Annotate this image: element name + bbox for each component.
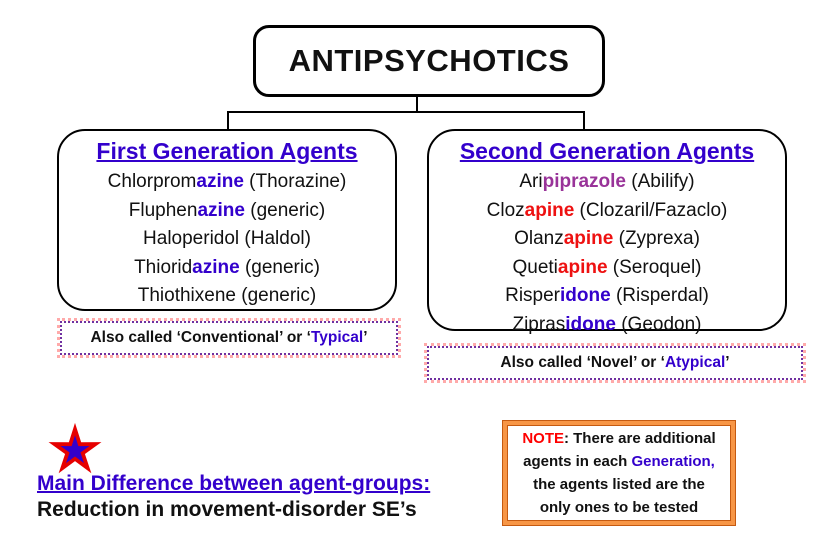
drug-name-highlight: apine (524, 199, 575, 221)
drug-name-highlight: azine (192, 256, 240, 278)
note-text: agents in each (523, 453, 632, 470)
note-box: NOTE: There are additional agents in eac… (503, 421, 735, 525)
drug-name-highlight: piprazole (542, 171, 626, 192)
second-generation-heading: Second Generation Agents (459, 138, 755, 164)
drug-name-prefix: Thiorid (134, 256, 193, 278)
drug-brand: (generic) (235, 285, 317, 306)
alias-text: Also called ‘Conventional’ or ‘Typical’ (90, 329, 367, 347)
drug-brand: (Haldol) (239, 228, 311, 249)
page-title: ANTIPSYCHOTICS (288, 43, 570, 78)
drug-brand: (Thorazine) (243, 171, 347, 192)
drug-brand: (generic) (239, 256, 320, 278)
drug-entry: Thiothixene (generic) (59, 282, 395, 311)
drug-entry: Risperidone (Risperdal) (429, 282, 785, 311)
drug-entry: Fluphenazine (generic) (59, 197, 395, 226)
drug-entry: Clozapine (Clozaril/Fazaclo) (429, 197, 785, 226)
second-generation-box: Second Generation Agents Aripiprazole (A… (427, 129, 787, 335)
drug-brand: (Abilify) (626, 171, 695, 192)
note-line: the agents listed are the (533, 476, 705, 493)
alias-highlight: Typical (310, 329, 364, 346)
alias-prefix: Also called ‘Conventional’ or ‘ (90, 329, 311, 346)
drug-name-prefix: Risper (505, 285, 561, 306)
main-difference-heading: Main Difference between agent-groups: (37, 472, 431, 495)
drug-entry: Aripiprazole (Abilify) (429, 168, 785, 197)
drug-name-highlight: apine (557, 256, 608, 278)
drug-brand: (Clozaril/Fazaclo) (574, 199, 728, 221)
main-difference-body: Reduction in movement-disorder SE’s (37, 498, 417, 521)
drug-name-prefix: Ari (519, 171, 543, 192)
drug-name-highlight: idone (560, 285, 611, 306)
drug-name-highlight: apine (563, 228, 614, 249)
note-line: agents in each Generation, (507, 450, 731, 473)
drug-entry: Ziprasidone (Geodon) (429, 311, 785, 340)
first-gen-alias-box: Also called ‘Conventional’ or ‘Typical’ (57, 318, 401, 358)
note-label: NOTE (522, 430, 564, 447)
drug-name-prefix: Cloz (486, 199, 525, 221)
star-icon (44, 420, 106, 478)
note-line: NOTE: There are additional (507, 427, 731, 450)
first-generation-box: First Generation Agents Chlorpromazine (… (57, 129, 397, 311)
alias-highlight: Atypical (664, 354, 726, 371)
drug-entry: Quetiapine (Seroquel) (429, 254, 785, 283)
drug-entry: Chlorpromazine (Thorazine) (59, 168, 395, 197)
second-gen-alias-box: Also called ‘Novel’ or ‘Atypical’ (424, 343, 806, 383)
note-text: : There are additional (563, 430, 716, 447)
connector-line (416, 97, 418, 113)
drug-entry: Olanzapine (Zyprexa) (429, 225, 785, 254)
drug-name-prefix: Haloperidol (143, 228, 240, 249)
alias-prefix: Also called ‘Novel’ or ‘ (500, 354, 665, 371)
drug-name-prefix: Fluphen (128, 199, 198, 221)
drug-name-prefix: Zipras (512, 313, 566, 335)
connector-line (227, 111, 229, 130)
note-line: only ones to be tested (539, 499, 699, 516)
drug-name-highlight: idone (565, 313, 616, 335)
drug-brand: (Geodon) (615, 313, 702, 335)
drug-name-prefix: Chlorprom (107, 171, 197, 192)
note-highlight: Generation, (631, 453, 715, 470)
drug-name-prefix: Olanz (514, 228, 564, 249)
drug-brand: (Zyprexa) (613, 228, 700, 249)
drug-name-prefix: Thiothixene (137, 285, 236, 306)
drug-name-prefix: Queti (512, 256, 558, 278)
drug-entry: Haloperidol (Haldol) (59, 225, 395, 254)
drug-name-highlight: azine (197, 199, 245, 221)
drug-entry: Thioridazine (generic) (59, 254, 395, 283)
drug-brand: (generic) (244, 199, 326, 221)
drug-brand: (Risperdal) (610, 285, 709, 306)
alias-suffix: ’ (363, 329, 368, 346)
alias-suffix: ’ (725, 354, 730, 371)
drug-brand: (Seroquel) (607, 256, 702, 278)
connector-line (583, 111, 585, 130)
drug-name-highlight: azine (196, 171, 244, 192)
title-box: ANTIPSYCHOTICS (253, 25, 605, 97)
connector-line (227, 111, 585, 113)
first-generation-heading: First Generation Agents (96, 138, 358, 164)
alias-text: Also called ‘Novel’ or ‘Atypical’ (500, 354, 729, 372)
